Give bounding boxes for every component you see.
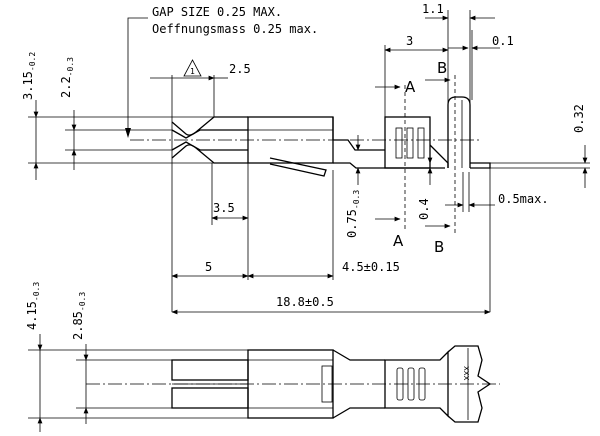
section-a-top: A (405, 78, 416, 96)
section-b-top: B (437, 59, 447, 77)
carrier-strip (470, 162, 491, 169)
dim-3-5-group: 3.5 (211, 201, 249, 221)
side-view (28, 10, 590, 312)
dim-18-8-group: 18.8±0.5 (171, 295, 491, 315)
top-view: XXX (28, 345, 500, 423)
top-finger-upper (171, 359, 249, 381)
upper-spring-finger-inner (171, 129, 248, 139)
section-a-bottom: A (393, 232, 404, 250)
crimp-taper (429, 144, 449, 168)
dim-3-15: 3.15-0.2 (21, 52, 37, 100)
transition-neck-lower (333, 162, 445, 169)
gap-leader (127, 17, 148, 132)
dim-4-5-group: 4.5±0.15 (247, 260, 400, 279)
wire-crimp-body (384, 116, 431, 169)
crimp-slot-1 (395, 127, 403, 159)
dim-2-2-group: 2.2-0.3 (59, 57, 77, 170)
top-transition-lower (332, 407, 385, 419)
dim-0-75-group: 0.75-0.3 (345, 135, 361, 238)
marking-text: XXX (462, 366, 470, 381)
crimp-slot-2 (406, 127, 414, 159)
dim-2-85-group: 2.85-0.3 (71, 292, 89, 424)
top-transition-upper (332, 349, 385, 361)
dim-5-group: 5 (171, 260, 249, 279)
triangle-mark: 1 (190, 67, 195, 76)
top-finger-lower (171, 387, 249, 409)
dim-0-4-group: 0.4 (417, 150, 433, 220)
dim-0-32: 0.32 (572, 104, 586, 133)
gap-leader-arrow (125, 128, 131, 138)
triangle-symbol (183, 59, 202, 77)
dim-3: 3 (406, 34, 413, 48)
transition-neck (332, 117, 385, 151)
insulation-crimp (447, 96, 471, 168)
dim-4-15: 4.15-0.3 (25, 282, 41, 330)
dim-2-2: 2.2-0.3 (59, 57, 75, 98)
dim-0-4: 0.4 (417, 198, 431, 220)
dim-4-15-group: 4.15-0.3 (25, 282, 43, 432)
dim-1-1: 1.1 (422, 2, 444, 16)
section-b-bottom: B (434, 238, 444, 256)
lower-spring-finger-inner (171, 141, 248, 151)
dim-0-5-group: 0.5max. (445, 172, 549, 212)
dim-0-32-group: 0.32 (572, 104, 588, 188)
crimp-slot-3 (417, 127, 425, 159)
triangle-callout: 1 2.5 (150, 59, 251, 81)
lower-spring-finger (171, 144, 248, 164)
dim-2-85: 2.85-0.3 (71, 292, 87, 340)
gap-note: GAP SIZE 0.25 MAX. Oeffnungsmass 0.25 ma… (125, 5, 318, 138)
dim-1-1-group: 1.1 (422, 2, 495, 21)
dim-3-15-group: 3.15-0.2 (21, 52, 39, 180)
section-markers: A B A B (375, 59, 451, 256)
dim-18-8: 18.8±0.5 (276, 295, 334, 309)
dim-0-1: 0.1 (492, 34, 514, 48)
upper-spring-finger (171, 116, 248, 136)
dim-0-5max: 0.5max. (498, 192, 549, 206)
dim-2-5: 2.5 (229, 62, 251, 76)
oeffnungsmass-text: Oeffnungsmass 0.25 max. (152, 22, 318, 36)
gap-size-text: GAP SIZE 0.25 MAX. (152, 5, 282, 19)
dim-3-5: 3.5 (213, 201, 235, 215)
dim-0-75: 0.75-0.3 (345, 190, 361, 238)
locking-lance (269, 157, 327, 177)
dim-5: 5 (205, 260, 212, 274)
dim-0-1-group: 0.1 (448, 30, 514, 100)
dim-3-group: 3 (384, 34, 449, 53)
dim-4-5: 4.5±0.15 (342, 260, 400, 274)
